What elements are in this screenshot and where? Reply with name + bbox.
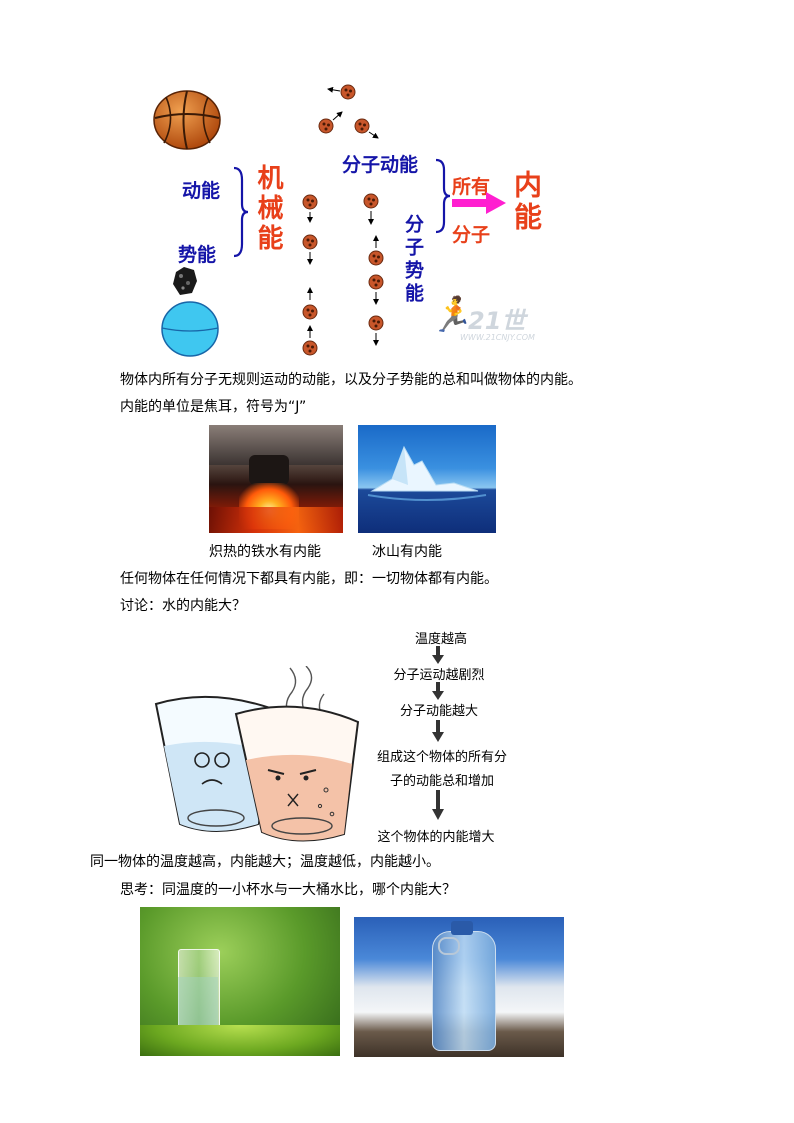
potential-energy-label: 势能	[178, 244, 217, 266]
brace-mechanical	[233, 166, 249, 258]
glass-of-water-photo	[140, 907, 340, 1056]
molecular-kinetic-label: 分子动能	[342, 154, 419, 176]
flow-arrow-4	[432, 790, 444, 820]
watermark: 🏃 21世 WWW.21CNJY.COM	[430, 295, 570, 355]
discussion-paragraph: 讨论：水的内能大？	[120, 598, 246, 614]
molecular-potential-label: 分子势能	[402, 214, 424, 306]
watermark-runner-icon: 🏃	[430, 295, 473, 335]
brace-internal	[435, 158, 451, 234]
water-glasses-illustration	[154, 666, 360, 842]
any-object-paragraph: 任何物体在任何情况下都具有内能，即：一切物体都有内能。	[120, 571, 498, 587]
molecules-graphic	[302, 84, 384, 356]
definition-paragraph: 物体内所有分子无规则运动的动能，以及分子势能的总和叫做物体的内能。	[120, 372, 582, 388]
flow-arrow-1	[432, 646, 444, 664]
blue-ball-icon	[161, 301, 219, 357]
flow-step-1: 温度越高	[414, 632, 467, 647]
molten-iron-photo	[209, 425, 343, 533]
molecules-label: 分子	[452, 224, 491, 246]
unit-paragraph: 内能的单位是焦耳，符号为“J”	[120, 399, 307, 415]
flow-step-4b: 子的动能总和增加	[389, 774, 494, 789]
flow-step-2: 分子运动越剧烈	[393, 668, 485, 683]
flow-arrow-2	[432, 682, 444, 700]
basketball-icon	[153, 90, 221, 150]
flow-step-5: 这个物体的内能增大	[377, 830, 495, 845]
iceberg-photo	[358, 425, 496, 533]
flow-step-4a: 组成这个物体的所有分	[376, 750, 507, 765]
rock-icon	[173, 267, 197, 295]
water-bottle-photo	[354, 917, 564, 1057]
watermark-url: WWW.21CNJY.COM	[460, 333, 535, 342]
caption-molten-iron: 炽热的铁水有内能	[209, 544, 321, 560]
flow-arrow-3	[432, 720, 444, 742]
thinking-paragraph: 思考：同温度的一小杯水与一大桶水比，哪个内能大？	[120, 882, 456, 898]
internal-energy-diagram: 🏃 21世 WWW.21CNJY.COM 动能 势能 机械能	[150, 80, 570, 365]
watermark-number: 21世	[468, 307, 526, 335]
magenta-arrow-icon	[452, 192, 506, 214]
all-label: 所有	[452, 176, 491, 198]
flow-step-3: 分子动能越大	[399, 704, 478, 719]
internal-energy-label: 内能	[510, 170, 543, 234]
kinetic-energy-label: 动能	[182, 180, 221, 202]
caption-iceberg: 冰山有内能	[372, 544, 442, 560]
temperature-rule-paragraph: 同一物体的温度越高，内能越大；温度越低，内能越小。	[90, 854, 440, 870]
mechanical-energy-label: 机械能	[253, 164, 283, 254]
